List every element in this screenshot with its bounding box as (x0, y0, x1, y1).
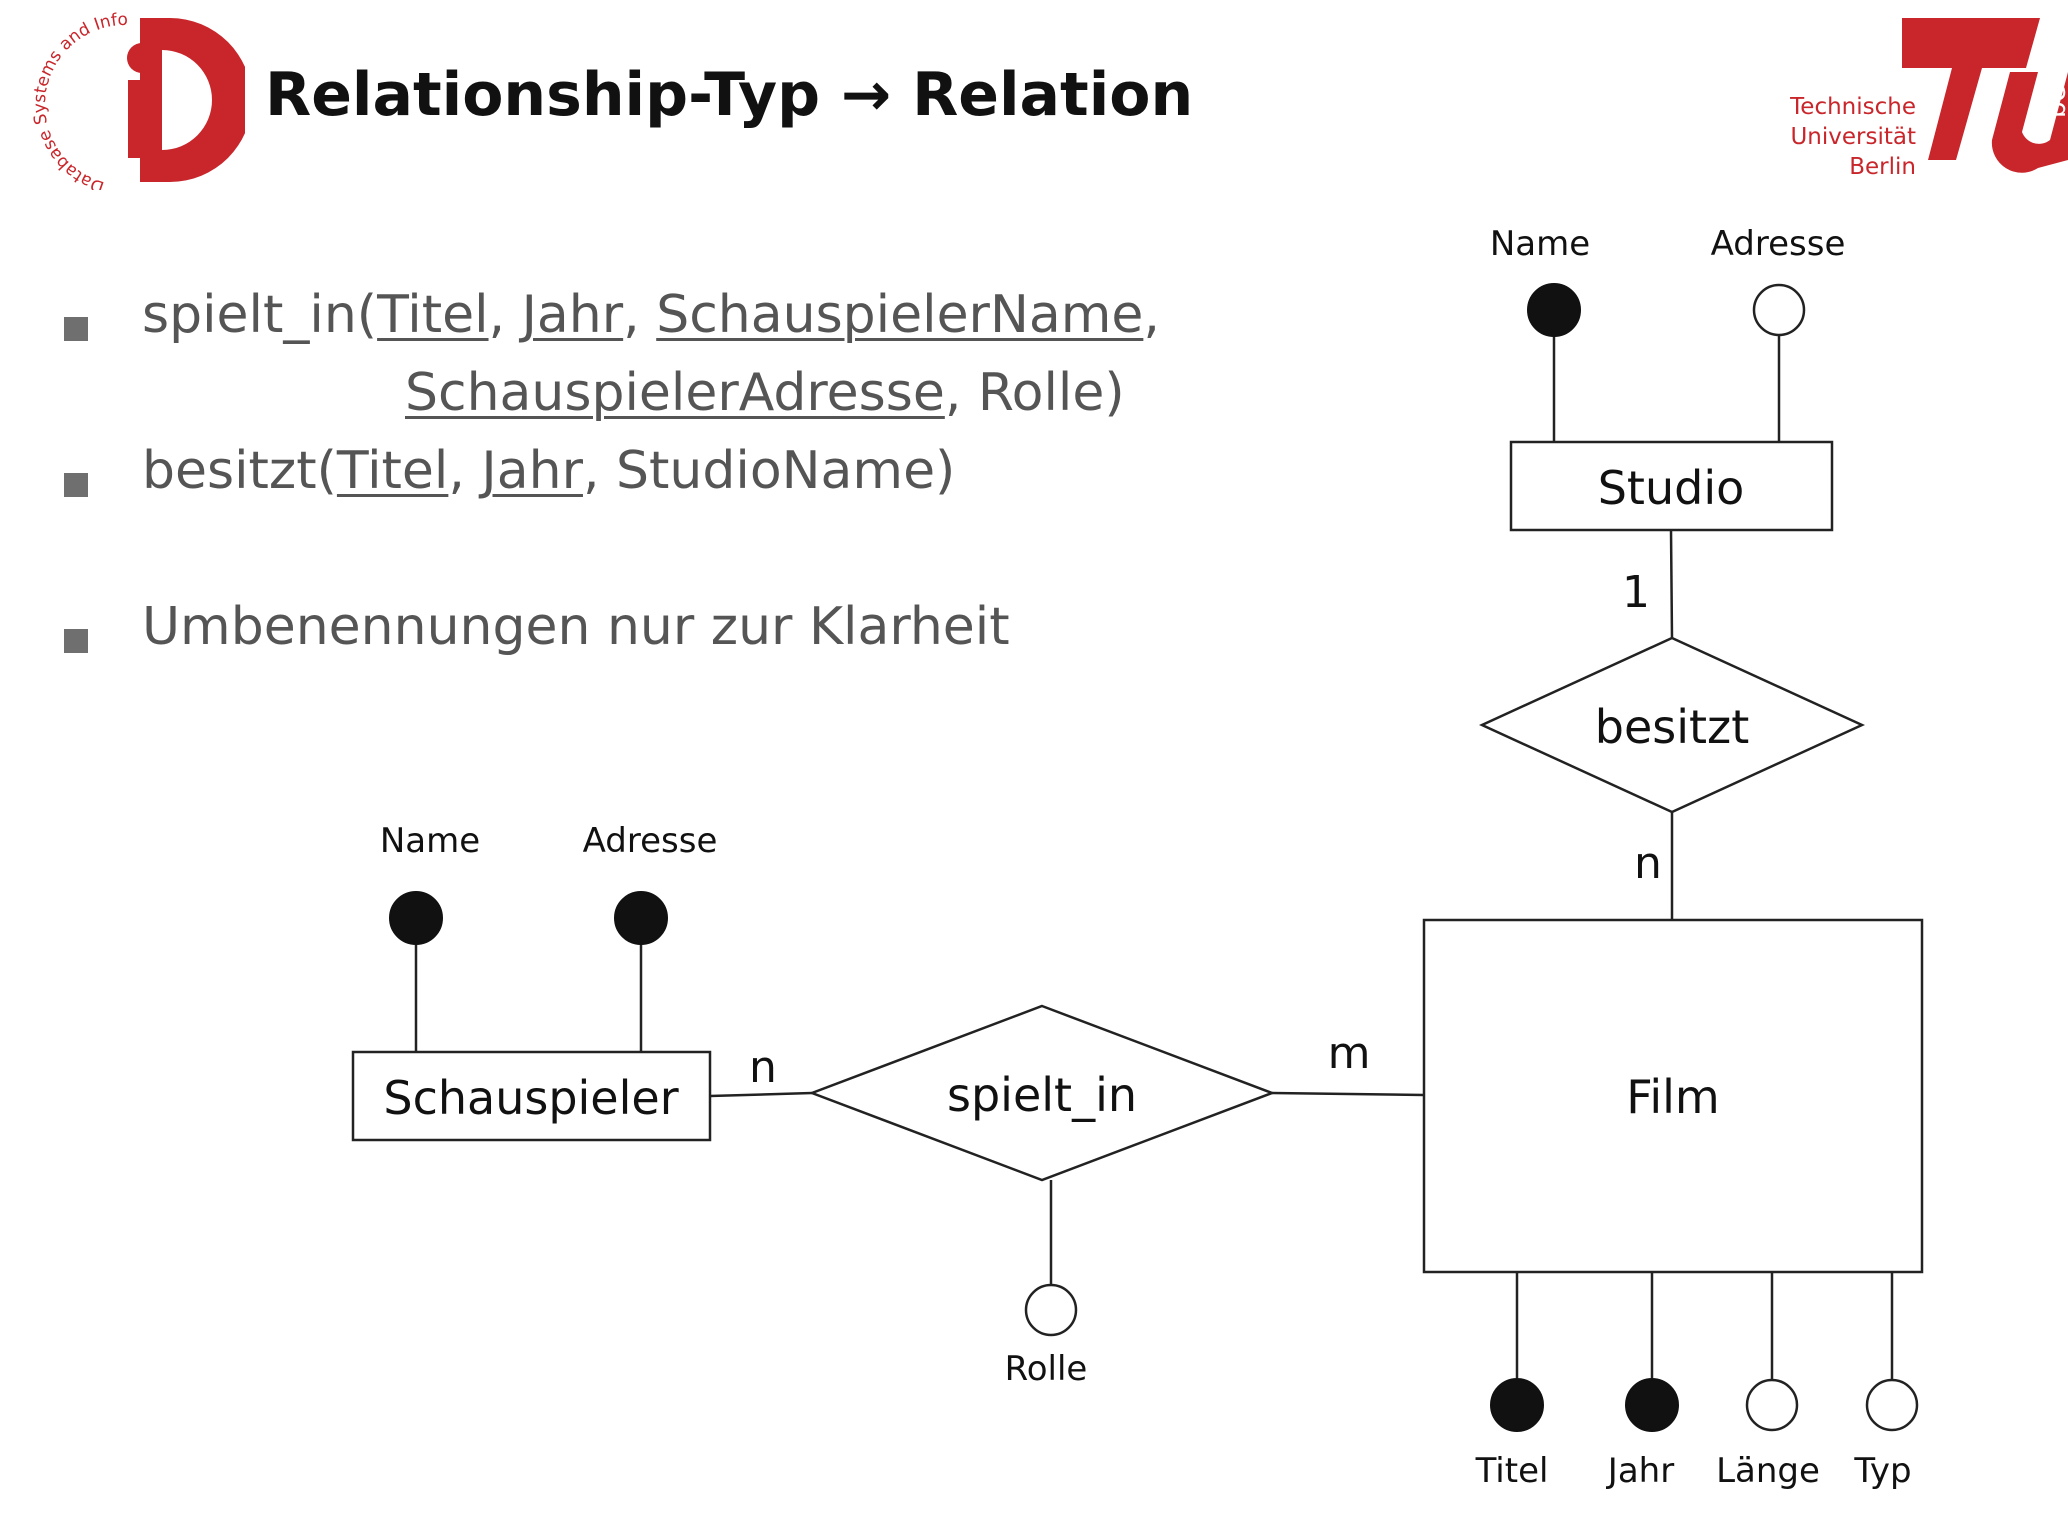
film-jahr-key-circle (1625, 1378, 1679, 1432)
schauspieler-name-label: Name (380, 821, 480, 861)
logo-i-stem (128, 80, 156, 158)
spielt-in-relationship-diamond[interactable] (808, 1004, 1276, 1182)
film-typ-circle (1865, 1378, 1919, 1432)
spielt-in-card-schauspieler: n (749, 1042, 777, 1093)
schauspieler-adresse-label: Adresse (583, 821, 718, 861)
schauspieler-spielt-in-connector (709, 1091, 813, 1098)
film-typ-label: Typ (1853, 1451, 1911, 1491)
b2-titel: Titel (336, 441, 449, 501)
bullet-besitzt: besitzt(Titel, Jahr, StudioName) (142, 441, 955, 501)
page-title: Relationship-Typ → Relation (265, 60, 1194, 130)
spielt-in-film-connector (1271, 1091, 1425, 1097)
b2-prefix: besitzt( (142, 441, 337, 501)
b1-prefix: spielt_in( (142, 285, 378, 345)
b1-suffix: , Rolle) (944, 363, 1125, 423)
b2-suffix: , StudioName) (582, 441, 956, 501)
b1-schauspieler-adresse: SchauspielerAdresse (405, 363, 945, 423)
tu-u-shape (1991, 72, 2068, 173)
film-titel-key-circle (1490, 1378, 1544, 1432)
tu-t-shape (1902, 18, 2040, 160)
tu-logo-line-1: Technische (1790, 94, 1916, 120)
film-laenge-circle (1745, 1378, 1799, 1432)
film-entity-label: Film (1626, 1070, 1719, 1124)
bullet-umbenennungen: Umbenennungen nur zur Klarheit (142, 597, 1010, 657)
b1-sep3: , (1143, 285, 1160, 345)
studio-entity-box[interactable] (1509, 440, 1834, 532)
rolle-circle (1024, 1283, 1078, 1337)
b1-schauspieler-name: SchauspielerName (656, 285, 1144, 345)
besitzt-card-studio: 1 (1622, 567, 1650, 618)
studio-entity-label: Studio (1598, 461, 1745, 515)
besitzt-relationship-label: besitzt (1595, 700, 1749, 754)
studio-name-label: Name (1490, 224, 1590, 264)
logo-d-shape (140, 18, 245, 182)
b2-sep1: , (448, 441, 482, 501)
b1-jahr: Jahr (521, 285, 624, 345)
studio-adresse-label: Adresse (1711, 224, 1846, 264)
bullet-spielt-in-line-1: spielt_in(Titel, Jahr, SchauspielerName, (142, 285, 1160, 345)
schauspieler-adresse-key-circle (614, 891, 668, 945)
schauspieler-entity-box[interactable] (351, 1050, 712, 1142)
bullet-marker-2 (64, 473, 88, 497)
tu-logo-text: Technische Universität Berlin (1760, 92, 1916, 182)
bullet-marker-1 (64, 317, 88, 341)
spielt-in-card-film: m (1328, 1028, 1371, 1079)
tu-berlin-logo: Technische Universität Berlin berlin (1760, 10, 2068, 190)
studio-name-key-circle (1527, 283, 1581, 337)
schauspieler-name-key-circle (389, 891, 443, 945)
besitzt-card-film: n (1634, 838, 1662, 889)
dima-logo: Database Systems and Information Managem… (30, 10, 245, 190)
bullet-marker-3 (64, 629, 88, 653)
b1-sep2: , (623, 285, 657, 345)
tu-logo-line-2: Universität (1790, 124, 1916, 150)
spielt-in-relationship-label: spielt_in (947, 1068, 1137, 1122)
besitzt-relationship-diamond[interactable] (1478, 636, 1866, 814)
b2-jahr: Jahr (481, 441, 583, 501)
bullet-spielt-in-line-2: SchauspielerAdresse, Rolle) (405, 363, 1125, 423)
film-laenge-label: Länge (1716, 1451, 1820, 1491)
b1-titel: Titel (377, 285, 489, 345)
film-titel-label: Titel (1475, 1451, 1549, 1491)
film-entity-box[interactable] (1422, 918, 1924, 1274)
studio-besitzt-connector (1669, 529, 1674, 639)
rolle-label: Rolle (1005, 1349, 1088, 1389)
logo-i-dot (127, 43, 157, 73)
tu-logo-mark (1902, 18, 2068, 173)
tu-logo-line-3: Berlin (1849, 154, 1916, 180)
schauspieler-entity-label: Schauspieler (383, 1071, 678, 1125)
b1-sep1: , (488, 285, 522, 345)
film-jahr-label: Jahr (1606, 1451, 1674, 1491)
studio-adresse-circle (1752, 283, 1806, 337)
